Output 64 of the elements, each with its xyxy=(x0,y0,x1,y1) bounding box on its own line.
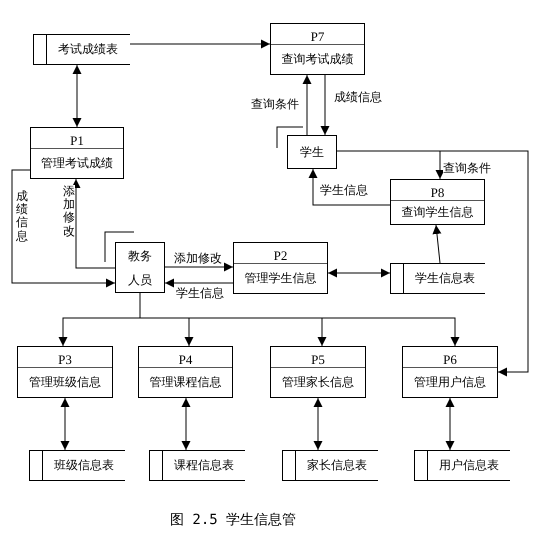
arrow xyxy=(314,398,322,450)
process-id: P7 xyxy=(271,24,364,45)
process-name: 管理课程信息 xyxy=(148,374,222,391)
edge-label: 添加修改 xyxy=(174,251,222,265)
edge-label: 成绩信息 xyxy=(334,90,382,104)
store-name: 用户信息表 xyxy=(439,457,499,474)
data-store xyxy=(29,450,125,481)
arrow xyxy=(72,178,116,268)
arrow xyxy=(164,278,234,288)
process-name: 管理家长信息 xyxy=(281,374,355,391)
entity-name: 学生 xyxy=(299,144,325,161)
store-name: 考试成绩表 xyxy=(58,41,118,58)
process-name: 查询学生信息 xyxy=(400,204,474,221)
process-name: 管理学生信息 xyxy=(244,270,318,287)
arrow xyxy=(302,74,312,136)
arrow xyxy=(328,268,390,278)
arrow xyxy=(308,168,390,206)
process-name: 管理班级信息 xyxy=(28,374,102,391)
process-id: P1 xyxy=(31,128,123,149)
process-id: P8 xyxy=(391,180,484,201)
process-name: 管理用户信息 xyxy=(413,374,487,391)
process-box xyxy=(270,23,365,75)
data-store xyxy=(390,263,485,294)
entity-box xyxy=(115,242,165,293)
data-store xyxy=(414,450,510,481)
process-box xyxy=(270,346,366,398)
data-store xyxy=(33,34,130,65)
process-name: 管理考试成绩 xyxy=(40,155,114,172)
arrow xyxy=(12,170,116,288)
arrow xyxy=(60,398,70,450)
process-id: P6 xyxy=(403,347,497,368)
caption: 图 2.5 学生信息管 xyxy=(170,511,296,529)
entity-name: 教务人员 xyxy=(127,248,153,288)
edge-label: 学生信息 xyxy=(320,183,368,197)
process-box xyxy=(402,346,498,398)
store-name: 班级信息表 xyxy=(54,457,114,474)
process-box xyxy=(17,346,113,398)
process-box xyxy=(138,346,233,398)
data-store xyxy=(149,450,245,481)
process-name: 查询考试成绩 xyxy=(280,51,354,68)
edge-label: 查询条件 xyxy=(251,97,299,111)
data-store xyxy=(282,450,378,481)
process-id: P4 xyxy=(139,347,232,368)
arrow xyxy=(432,224,442,264)
process-id: P5 xyxy=(271,347,365,368)
arrow xyxy=(164,262,234,272)
entity-box xyxy=(287,135,337,169)
edge-label: 查询条件 xyxy=(443,161,491,175)
store-name: 家长信息表 xyxy=(307,457,367,474)
store-name: 课程信息表 xyxy=(174,457,234,474)
process-box xyxy=(390,179,485,225)
process-id: P3 xyxy=(18,347,112,368)
edge-label: 学生信息 xyxy=(176,286,224,300)
store-name: 学生信息表 xyxy=(415,270,475,287)
arrow xyxy=(446,398,454,450)
arrow xyxy=(182,398,190,450)
edge-label: 成绩信息 xyxy=(16,190,28,243)
process-box xyxy=(30,127,124,179)
edge-label: 添加修改 xyxy=(63,185,75,238)
arrow xyxy=(320,74,330,136)
process-box xyxy=(233,242,328,294)
process-id: P2 xyxy=(234,243,327,264)
arrow xyxy=(130,40,270,48)
arrow xyxy=(72,64,82,128)
